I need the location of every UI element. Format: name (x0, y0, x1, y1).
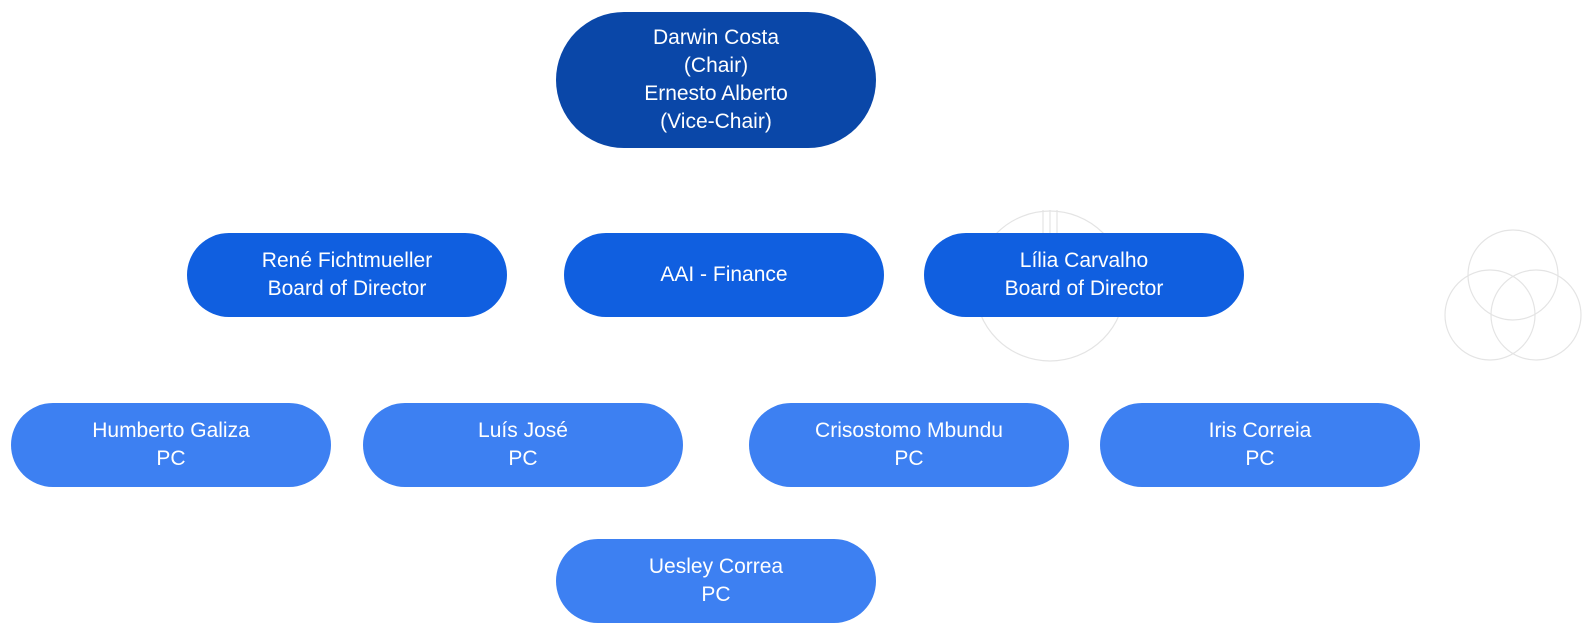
pc-node-role: PC (1245, 447, 1275, 470)
pc-node-role: PC (701, 583, 731, 606)
chair-role: (Chair) (683, 54, 749, 77)
pc-node-uesley: Uesley Correa PC (556, 539, 876, 623)
board-node-name: René Fichtmueller (261, 249, 433, 272)
pc-node-iris: Iris Correia PC (1100, 403, 1420, 487)
chair-node: Darwin Costa (Chair) Ernesto Alberto (Vi… (556, 12, 876, 148)
board-node-name: Lília Carvalho (1019, 249, 1149, 272)
board-node-role: Board of Director (1004, 277, 1164, 300)
overlapping-circles-icon (1444, 229, 1582, 361)
board-node-rene: René Fichtmueller Board of Director (187, 233, 507, 317)
pc-node-name: Uesley Correa (648, 555, 784, 578)
pc-node-role: PC (508, 447, 538, 470)
board-node-lilia: Lília Carvalho Board of Director (924, 233, 1244, 317)
pc-node-role: PC (894, 447, 924, 470)
board-node-role: Board of Director (267, 277, 427, 300)
board-node-name: AAI - Finance (660, 263, 788, 286)
vice-chair-name: Ernesto Alberto (644, 82, 788, 105)
pc-node-role: PC (156, 447, 186, 470)
pc-node-name: Humberto Galiza (92, 419, 250, 442)
pc-node-name: Crisostomo Mbundu (815, 419, 1003, 442)
pc-node-name: Luís José (478, 419, 568, 442)
board-node-finance: AAI - Finance (564, 233, 884, 317)
pc-node-luis: Luís José PC (363, 403, 683, 487)
chair-name: Darwin Costa (652, 26, 780, 49)
pc-node-humberto: Humberto Galiza PC (11, 403, 331, 487)
vice-chair-role: (Vice-Chair) (660, 110, 772, 133)
pc-node-name: Iris Correia (1208, 419, 1312, 442)
pc-node-crisostomo: Crisostomo Mbundu PC (749, 403, 1069, 487)
